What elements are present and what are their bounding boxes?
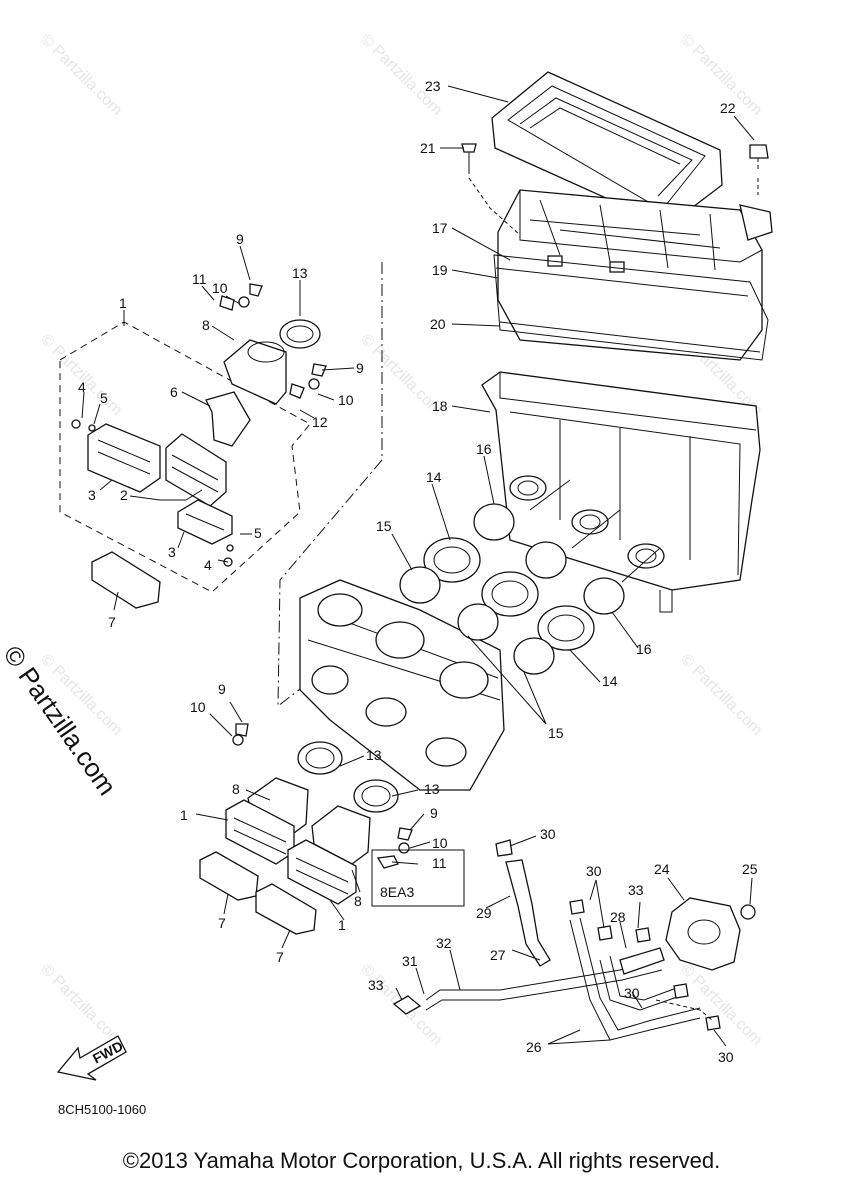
callout-8-top: 8 [202,317,210,333]
fuel-pump-assembly [392,839,756,1041]
callout-27: 27 [490,947,506,963]
intake-manifold-upper [223,339,287,405]
callout-10-bottom: 10 [190,699,206,715]
callout-13-bottom-b: 13 [424,781,440,797]
svg-text:© Partzilla.com: © Partzilla.com [37,31,125,119]
fuel-pump [665,897,741,971]
callout-2: 2 [120,487,128,503]
air-box-assembly [461,71,773,613]
callout-19: 19 [432,262,448,278]
diagram-code: 8CH5100-1060 [58,1102,147,1117]
callout-8-bottom-a: 8 [232,781,240,797]
callout-1-top: 1 [119,295,127,311]
callout-28: 28 [610,909,626,925]
callout-5-top: 5 [100,390,108,406]
callout-33-b: 33 [368,977,384,993]
svg-text:© Partzilla.com: © Partzilla.com [37,961,125,1049]
callout-24: 24 [654,861,670,877]
fwd-arrow-icon [56,1035,127,1081]
callout-33-a: 33 [628,882,644,898]
svg-text:© Partzilla.com: © Partzilla.com [677,651,765,739]
callout-11-top: 11 [192,271,207,287]
callout-31: 31 [402,953,418,969]
callout-14-bottom: 14 [602,673,618,689]
callout-10-top: 10 [212,280,228,296]
air-box-upper-case [497,189,763,361]
callout-11-bottom: 11 [432,855,447,871]
callout-7-top: 7 [108,614,116,630]
callout-16-bottom: 16 [636,641,652,657]
callout-labels: 23 22 21 17 19 20 18 1 9 10 11 13 8 9 10… [78,78,758,1065]
variant-box-label: 8EA3 [380,884,414,900]
callout-1-bottom-b: 1 [338,917,346,933]
callout-18: 18 [432,398,448,414]
carburetor-bank [299,579,505,791]
reed-block-lower-b [287,839,357,905]
callout-12: 12 [312,414,328,430]
reed-valve-detail [59,283,327,609]
reed-valve-dashed-outline [59,321,311,593]
air-box-lid [491,71,723,227]
carburetor-frame [277,262,383,708]
callout-15-top: 15 [376,518,392,534]
callout-3-left: 3 [88,487,96,503]
callout-3-mid: 3 [168,544,176,560]
callout-13-bottom-a: 13 [366,747,382,763]
callout-30-d: 30 [718,1049,734,1065]
callout-30-b: 30 [586,863,602,879]
callout-4-top: 4 [78,379,86,395]
callout-9-top: 9 [236,231,244,247]
callout-16-top: 16 [476,441,492,457]
callout-10-mid: 10 [338,392,354,408]
callout-13-top: 13 [292,265,308,281]
callout-22: 22 [720,100,736,116]
lower-manifold-assembly [199,723,465,935]
callout-1-bottom-a: 1 [180,807,188,823]
carburetor-assembly [299,479,661,791]
callout-5-mid: 5 [254,525,262,541]
callout-9-bottom-b: 9 [430,805,438,821]
callout-9-mid: 9 [356,360,364,376]
callout-25: 25 [742,861,758,877]
reed-block-center [165,433,227,507]
callout-32: 32 [436,935,452,951]
callout-10-bottom-b: 10 [432,835,448,851]
fwd-arrow: FWD [56,1035,127,1081]
callout-7-bottom-a: 7 [218,915,226,931]
callout-20: 20 [430,316,446,332]
callout-7-bottom-b: 7 [276,949,284,965]
callout-21: 21 [420,140,436,156]
callout-23: 23 [425,78,441,94]
variant-box [371,849,465,907]
callout-8-bottom-b: 8 [354,893,362,909]
callout-14-top: 14 [426,469,442,485]
callout-6: 6 [170,384,178,400]
callout-9-bottom: 9 [218,681,226,697]
callout-30-c: 30 [624,985,640,1001]
callout-4-mid: 4 [204,557,212,573]
svg-text:© Partzilla.com: © Partzilla.com [677,961,765,1049]
reed-block-upper [87,423,161,493]
copyright-notice: ©2013 Yamaha Motor Corporation, U.S.A. A… [122,1148,721,1173]
callout-26: 26 [526,1039,542,1055]
callout-15-bottom: 15 [548,725,564,741]
svg-text:© Partzilla.com: © Partzilla.com [357,31,445,119]
callout-leaders [81,85,755,1047]
callout-29: 29 [476,905,492,921]
callout-30-a: 30 [540,826,556,842]
svg-text:© Partzilla.com: © Partzilla.com [37,331,125,419]
air-box-gasket [493,254,769,361]
callout-17: 17 [432,220,448,236]
